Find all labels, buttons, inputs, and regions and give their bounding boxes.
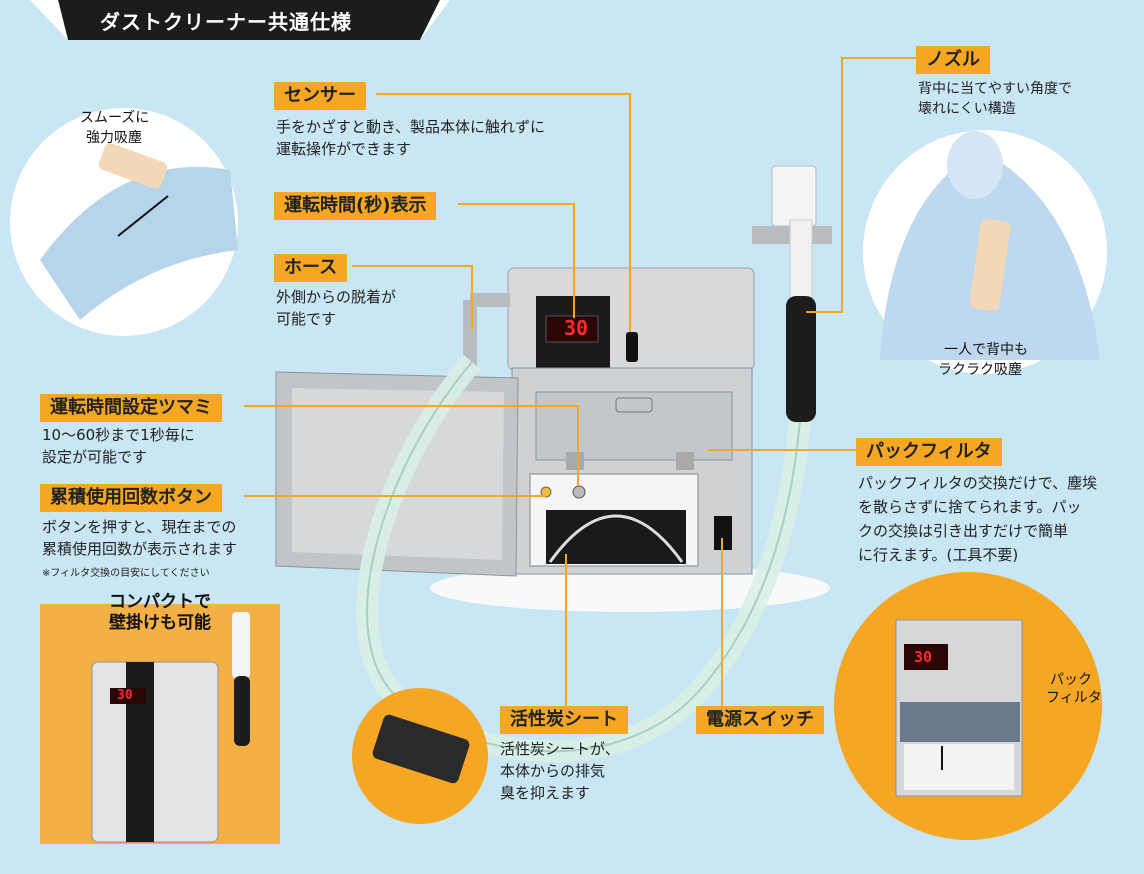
carbon-sheet-desc-2: 本体からの排気 [500, 762, 606, 780]
nozzle-grip [786, 296, 816, 422]
led-display [545, 315, 599, 343]
pack-filter [900, 702, 1020, 742]
head-hood [947, 131, 1003, 199]
hose-desc-1: 外側からの脱着が [276, 288, 397, 306]
nozzle-neck [789, 219, 813, 301]
carbon-sheet-arc [548, 514, 684, 563]
timer-display-label: 運転時間(秒)表示 [274, 192, 437, 220]
hose-edge [366, 361, 801, 753]
hose-desc-2: 可能です [276, 310, 337, 328]
compact-display [110, 688, 146, 704]
counter-button-desc-1: ボタンを押すと、現在までの [42, 518, 237, 536]
motion-arrow [117, 195, 169, 237]
nozzle-desc-2: 壊れにくい構造 [918, 101, 1016, 117]
display-leader [458, 203, 575, 318]
compact-title-1: コンパクトで [109, 592, 211, 612]
header-decoration [30, 0, 68, 40]
back-nozzle [969, 219, 1011, 311]
hinge-right [676, 452, 694, 470]
nozzle-head [771, 165, 817, 227]
timer-knob [572, 485, 586, 499]
sensor-window [626, 332, 638, 362]
power-switch [714, 516, 732, 550]
carbon-sheet-label: 活性炭シート [500, 706, 628, 734]
compact-grip [234, 676, 250, 746]
hinge [566, 452, 584, 470]
back-caption-1: 一人で背中も [944, 342, 1028, 358]
pack-filter-desc-1: パックフィルタの交換だけで、塵埃 [858, 474, 1098, 492]
nozzle-desc-1: 背中に当てやすい角度で [918, 81, 1072, 97]
header-decoration-right [420, 0, 450, 40]
back-caption-2: ラクラク吸塵 [938, 362, 1022, 378]
counter-button-desc-2: 累積使用回数が表示されます [42, 540, 238, 558]
drawer-handle [615, 397, 653, 413]
hose-label: ホース [274, 254, 348, 282]
machine-display-value: 30 [564, 316, 589, 340]
timer-knob-desc-2: 設定が可能です [42, 448, 148, 466]
filter-drawer [535, 391, 733, 461]
sensor-leader [376, 93, 631, 332]
nozzle-label: ノズル [916, 46, 990, 74]
pack-filter-desc-2: を散らさずに捨てられます。パッ [858, 498, 1082, 516]
arm-caption-1: スムーズに [80, 110, 150, 126]
power-switch-label: 電源スイッチ [696, 706, 824, 734]
timer-knob-desc-1: 10～60秒まで1秒毎に [42, 426, 195, 444]
pack-filter-desc-3: クの交換は引き出すだけで簡単 [858, 522, 1069, 540]
filter-tray [904, 744, 1014, 790]
nozzle-leader [806, 57, 916, 313]
counter-button-note: ※フィルタ交換の目安にしてください [42, 568, 210, 579]
filter-display-value: 30 [914, 648, 933, 666]
header-banner [58, 0, 440, 40]
timer-knob-label: 運転時間設定ツマミ [40, 394, 222, 422]
compact-title-2: 壁掛けも可能 [109, 613, 211, 633]
stand-base [430, 564, 830, 612]
filter-caption-1: パック [1050, 672, 1092, 688]
carbon-sheet [372, 714, 470, 784]
compact-unit [91, 661, 219, 843]
page-title: ダストクリーナー共通仕様 [100, 10, 352, 34]
compact-title: コンパクトで 壁掛けも可能 [40, 592, 280, 634]
filter-caption-2: フィルタ [1046, 690, 1102, 706]
arm-sleeve [40, 166, 238, 320]
knob-leader [244, 405, 579, 486]
pack-filter-desc-4: に行えます。(工具不要) [858, 546, 1019, 564]
pack-filter-label: パックフィルタ [856, 438, 1002, 466]
carbon-sheet-desc-1: 活性炭シートが、 [500, 740, 620, 758]
hose-leader [352, 265, 473, 330]
compact-display-value: 30 [117, 688, 133, 703]
filter-display [904, 644, 948, 670]
carbon-sheet-desc-3: 臭を抑えます [500, 784, 591, 802]
counter-button-label: 累積使用回数ボタン [40, 484, 222, 512]
sensor-label: センサー [274, 82, 366, 110]
arm-caption-2: 強力吸塵 [86, 130, 142, 146]
compact-nozzle [232, 612, 250, 678]
sensor-desc-1: 手をかざすと動き、製品本体に触れずに [276, 118, 545, 136]
arm-nozzle [98, 143, 168, 189]
sensor-desc-2: 運転操作ができます [276, 140, 412, 158]
